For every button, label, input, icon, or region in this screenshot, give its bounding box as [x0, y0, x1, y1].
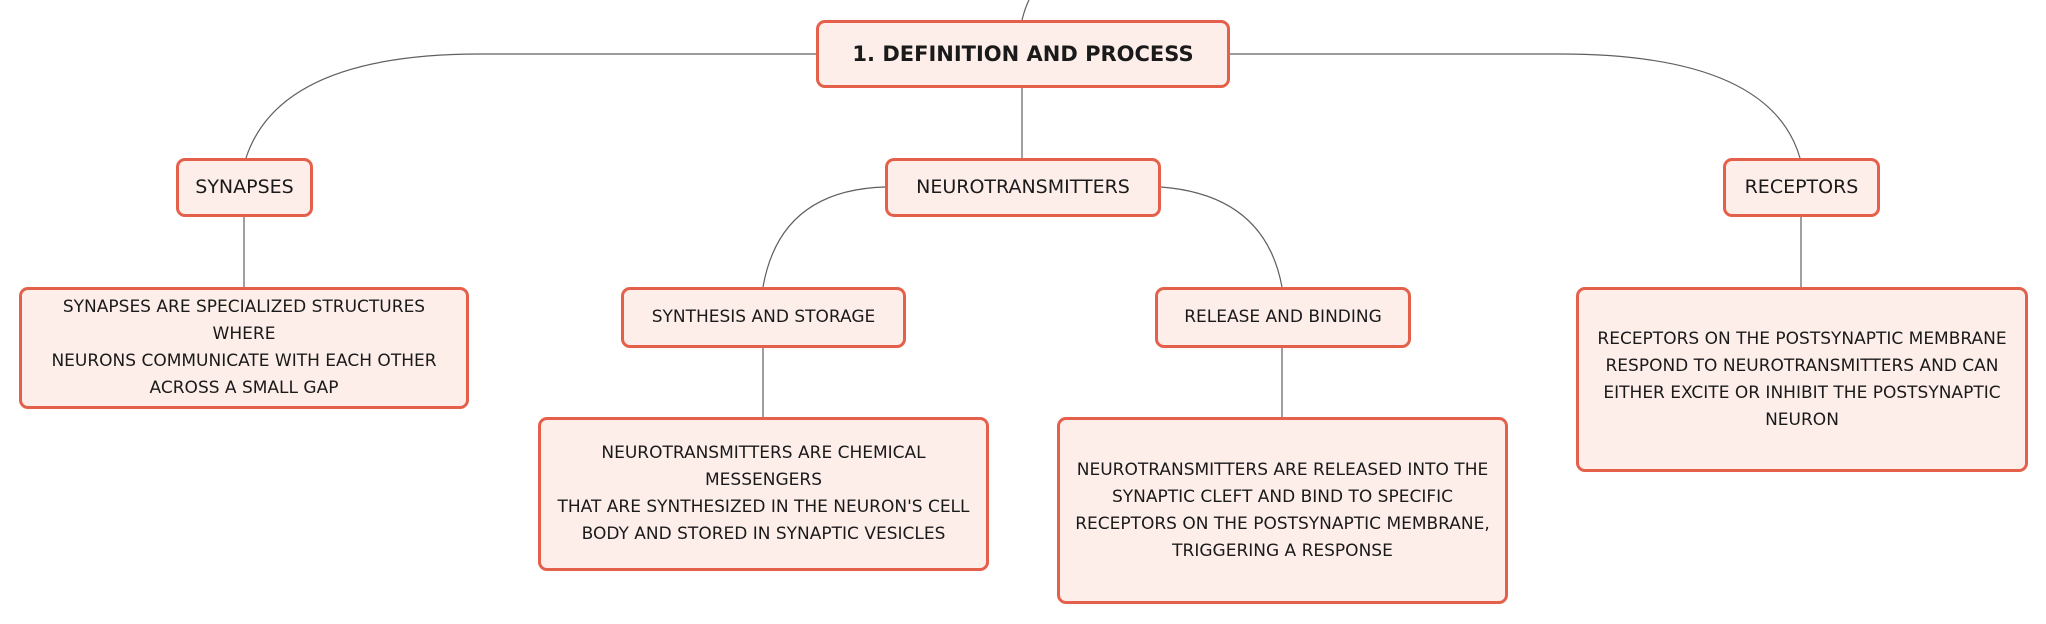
connector-neurotransmitters-to-synthesis	[762, 186, 886, 288]
node-definition-and-process[interactable]: 1. DEFINITION AND PROCESS	[816, 20, 1230, 88]
node-release-and-binding[interactable]: RELEASE AND BINDING	[1155, 287, 1411, 348]
connector-neurotransmitters-to-release	[1160, 186, 1283, 288]
node-synthesis-detail[interactable]: NEUROTRANSMITTERS ARE CHEMICAL MESSENGER…	[538, 417, 989, 571]
node-receptors-detail-text: RECEPTORS ON THE POSTSYNAPTIC MEMBRANE R…	[1597, 328, 2007, 430]
connector-root-to-synapses	[245, 53, 816, 159]
connector-root-to-receptors	[1230, 53, 1801, 159]
node-synapses-detail[interactable]: SYNAPSES ARE SPECIALIZED STRUCTURES WHER…	[19, 287, 469, 409]
node-synthesis-detail-text: NEUROTRANSMITTERS ARE CHEMICAL MESSENGER…	[557, 443, 970, 544]
node-receptors-label: RECEPTORS	[1744, 176, 1859, 198]
node-release-and-binding-label: RELEASE AND BINDING	[1184, 307, 1382, 327]
node-neurotransmitters-label: NEUROTRANSMITTERS	[916, 176, 1130, 198]
node-synthesis-and-storage-label: SYNTHESIS AND STORAGE	[651, 307, 876, 327]
node-neurotransmitters[interactable]: NEUROTRANSMITTERS	[885, 158, 1161, 217]
node-synapses[interactable]: SYNAPSES	[176, 158, 313, 217]
node-definition-and-process-label: 1. DEFINITION AND PROCESS	[852, 41, 1194, 66]
node-synapses-detail-text: SYNAPSES ARE SPECIALIZED STRUCTURES WHER…	[51, 297, 437, 398]
node-receptors-detail[interactable]: RECEPTORS ON THE POSTSYNAPTIC MEMBRANE R…	[1576, 287, 2028, 472]
node-release-detail[interactable]: NEUROTRANSMITTERS ARE RELEASED INTO THE …	[1057, 417, 1508, 604]
connector-parent-to-root	[1021, 0, 1030, 21]
node-synthesis-and-storage[interactable]: SYNTHESIS AND STORAGE	[621, 287, 906, 348]
node-receptors[interactable]: RECEPTORS	[1723, 158, 1880, 217]
node-release-detail-text: NEUROTRANSMITTERS ARE RELEASED INTO THE …	[1075, 459, 1490, 561]
node-synapses-label: SYNAPSES	[195, 176, 294, 198]
